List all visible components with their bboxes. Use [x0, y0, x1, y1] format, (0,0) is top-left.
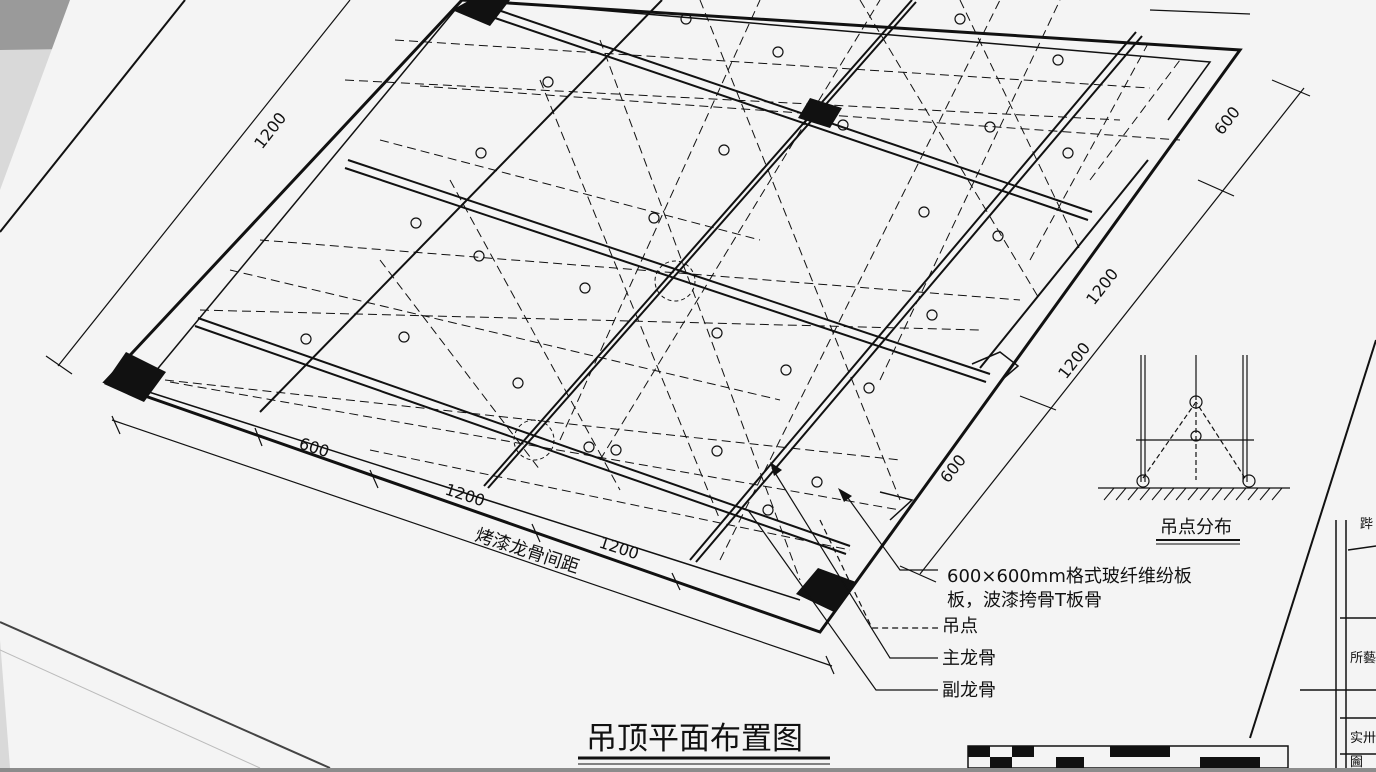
legend-hanger: 吊点 [942, 616, 978, 637]
title-block-cell-3: 实卅 [1350, 731, 1376, 746]
leader-lines [747, 467, 938, 691]
title-block-cell-2: 所藝 [1350, 651, 1376, 666]
hanger-detail [1098, 355, 1290, 545]
ceiling-plan [102, 0, 1243, 634]
legend-main-keel: 主龙骨 [942, 648, 996, 669]
title-block-cell-1: 跸 [1360, 516, 1373, 532]
sheet-border [0, 0, 186, 233]
title-block-cell-4: 圇 [1350, 755, 1363, 768]
main-keels [194, 0, 1149, 563]
sub-keels [164, 0, 1181, 581]
drawing-title: 吊顶平面布置图 [586, 721, 803, 757]
dimension-lines [45, 0, 1311, 675]
room-outline [102, 0, 1243, 634]
detail-caption: 吊点分布 [1160, 517, 1232, 538]
legend-board-line2: 板，波漆挎骨T板骨 [947, 590, 1102, 611]
title-block [1300, 520, 1376, 768]
legend-board-line1: 600×600mm格式玻纤维纷板 [947, 566, 1192, 587]
legend-sub-keel: 副龙骨 [942, 680, 996, 701]
hanger-points [300, 13, 1074, 516]
